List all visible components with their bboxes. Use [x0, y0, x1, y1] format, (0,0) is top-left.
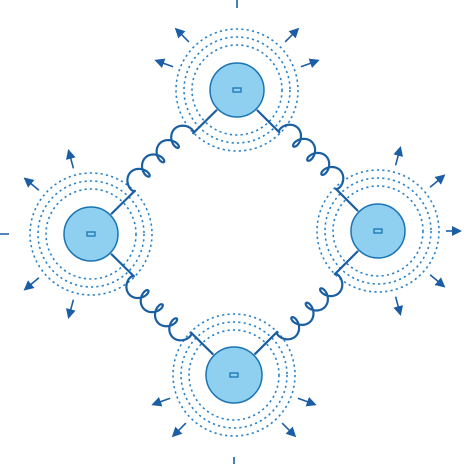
field-ring [332, 185, 424, 277]
field-ring [175, 28, 299, 152]
field-rings-right [316, 169, 440, 293]
radiation-arrow-icon [281, 422, 297, 438]
radiation-arrow-icon [393, 145, 404, 166]
field-ring [37, 180, 145, 288]
field-rings-left [29, 172, 153, 296]
radiation-arrow-icon [65, 148, 76, 169]
minus-icon [229, 372, 239, 378]
particle-top [209, 62, 265, 118]
field-ring [316, 169, 440, 293]
radiation-arrow-icon [154, 58, 174, 69]
particle-layer [63, 62, 406, 404]
field-ring [324, 177, 432, 285]
radiation-arrow-icon [65, 299, 76, 320]
field-ring [183, 36, 291, 144]
particle-right [350, 203, 406, 259]
minus-icon [373, 228, 383, 234]
field-ring [45, 188, 137, 280]
field-rings-bottom [172, 313, 296, 437]
particle-left [63, 206, 119, 262]
field-ring [191, 44, 283, 136]
spring-right-bottom [254, 250, 359, 355]
radiation-arrow-icon [23, 277, 40, 291]
minus-icon [232, 87, 242, 93]
radiation-arrow-icon [174, 27, 190, 43]
field-rings-top [175, 28, 299, 152]
radiation-arrow-icon [300, 58, 320, 69]
field-ring [29, 172, 153, 296]
spring-top-right [256, 109, 359, 212]
field-ring [188, 329, 280, 421]
field-ring [180, 321, 288, 429]
particle-body [205, 346, 263, 404]
radiation-arrow-icon [151, 396, 171, 407]
spring-left-top [110, 109, 218, 215]
particle-bottom [205, 346, 263, 404]
radiation-arrow-icon [284, 27, 300, 43]
particle-body [209, 62, 265, 118]
particle-body [63, 206, 119, 262]
radiation-arrow-icon [429, 274, 446, 288]
radiation-arrows [0, 0, 462, 464]
radiation-arrow-icon [171, 422, 187, 438]
minus-icon [86, 231, 96, 237]
radiation-arrow-icon [393, 296, 404, 317]
radiation-arrow-icon [23, 177, 40, 191]
particle-body [350, 203, 406, 259]
spring-bottom-left [110, 253, 214, 356]
radiation-arrow-icon [297, 396, 317, 407]
field-ring [172, 313, 296, 437]
field-layer [29, 28, 440, 437]
bond-layer [110, 109, 359, 356]
radiation-arrow-icon [429, 174, 446, 188]
